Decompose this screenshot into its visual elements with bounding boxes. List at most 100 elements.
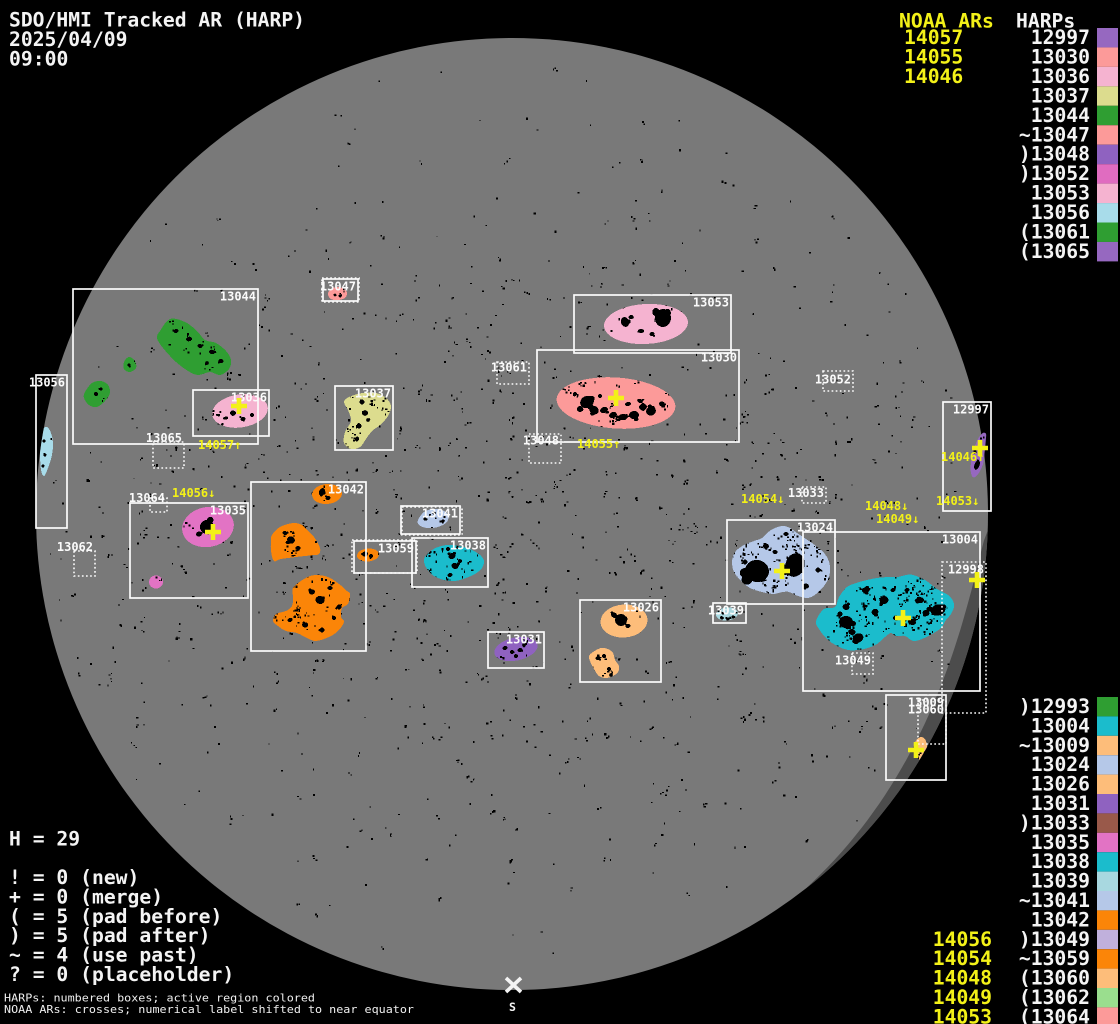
noaa-crosses [205, 390, 988, 758]
harp-box-13009 [917, 699, 947, 745]
noaa-ar-label: 14049↓ [876, 512, 919, 526]
harp-box-label: 13053 [693, 296, 729, 310]
harp-entry: )13052 [1019, 162, 1090, 185]
harp-entry: 12997 [1031, 26, 1090, 49]
harp-box-label: 13031 [506, 633, 542, 647]
ar-blob-13042 [270, 482, 351, 642]
harp-entry: ~13041 [1019, 889, 1090, 912]
harp-entry: 13004 [1031, 714, 1090, 737]
noaa-ar-label: 14055↑ [577, 437, 620, 451]
harp-box-label: 13047 [320, 280, 356, 294]
ar-blob-13026 [588, 602, 648, 678]
harp-box-13038 [411, 537, 489, 588]
noaa-ar-entry: 14049 [933, 986, 992, 1009]
harp-color-swatch [1097, 28, 1118, 48]
harp-box-13044 [72, 288, 259, 445]
harp-box-13036 [192, 389, 270, 437]
harp-entry: 13053 [1031, 182, 1090, 205]
harp-box-label: 13026 [623, 601, 659, 615]
harp-box-13060 [885, 694, 947, 781]
harp-box [401, 506, 463, 536]
harp-color-swatch [1097, 1007, 1118, 1024]
solar-disk [36, 38, 988, 990]
harp-entry: )13048 [1019, 143, 1090, 166]
harp-box-13064 [149, 497, 168, 513]
page-title: SDO/HMI Tracked AR (HARP) [9, 9, 305, 32]
harp-box-13024 [726, 519, 836, 605]
harp-entry: 13042 [1031, 908, 1090, 931]
harp-box-label: 13038 [450, 539, 486, 553]
noaa-cross-icon [895, 610, 911, 626]
harp-color-swatch [1097, 774, 1118, 794]
harp-color-swatch [1097, 988, 1118, 1008]
harp-color-swatch [1097, 716, 1118, 736]
harp-color-swatch [1097, 47, 1118, 67]
harp-entry: ~13047 [1019, 123, 1090, 146]
noaa-cross-icon [608, 390, 624, 406]
harp-box-13062 [73, 550, 96, 577]
noaa-ar-labels: 14057↑14055↑14046↑14056↓14054↓14048↓1404… [172, 437, 984, 526]
noaa-ar-entry: 14055 [904, 45, 963, 68]
harp-box-13042 [250, 481, 367, 652]
harp-box-13053 [573, 294, 732, 354]
harp-color-swatch [1097, 164, 1118, 184]
harp-entry: 13035 [1031, 831, 1090, 854]
harp-box-12997 [942, 401, 992, 512]
harp-color-swatch [1097, 871, 1118, 891]
ar-blob-13037 [343, 392, 392, 450]
harp-box-13031 [487, 631, 545, 669]
harp-box-label: 12997 [953, 403, 989, 417]
harp-box-label: 13030 [701, 351, 737, 365]
noaa-ar-entry: 14053 [933, 1005, 992, 1024]
harp-entry: 13031 [1031, 792, 1090, 815]
stat-use-past: ~ = 4 (use past) [9, 944, 199, 967]
harp-color-swatch [1097, 929, 1118, 950]
harp-entry: )13049 [1019, 928, 1090, 951]
harp-entry: (13065 [1019, 240, 1090, 263]
ar-blob-13056 [39, 426, 54, 477]
harp-entry: )13033 [1019, 811, 1090, 834]
footnotes: HARPs: numbered boxes; active region col… [4, 992, 414, 1017]
harp-box-label: 13037 [355, 387, 391, 401]
harp-box-13041 [400, 505, 461, 535]
harp-color-swatch [1097, 852, 1118, 872]
noaa-cross-icon [774, 563, 790, 579]
harp-color-swatch [1097, 755, 1118, 775]
harp-color-swatch [1097, 222, 1118, 242]
harp-entry: 13038 [1031, 850, 1090, 873]
noaa-ar-entry: 14054 [933, 947, 992, 970]
harp-box-label: 13009 [908, 696, 944, 710]
obs-date: 2025/04/09 [9, 28, 128, 51]
south-x-icon [504, 976, 523, 994]
harp-box-13056 [35, 374, 68, 529]
ar-blob-13053 [604, 301, 688, 347]
stat-pad-before: ( = 5 (pad before) [9, 905, 222, 928]
stat-new: ! = 0 (new) [9, 866, 139, 889]
south-label: S [509, 1000, 516, 1014]
harp-box-12998 [941, 561, 987, 714]
harp-box-label: 13060 [908, 703, 944, 717]
harp-count: H = 29 [9, 827, 80, 850]
harp-box-label: 13024 [797, 521, 833, 535]
harp-box-label: 13042 [328, 483, 364, 497]
ar-blob-13044 [83, 318, 232, 408]
noaa-ar-entry: 14046 [904, 65, 963, 88]
harp-box-13039 [712, 602, 747, 624]
stats-block: H = 29 ! = 0 (new) + = 0 (merge) ( = 5 (… [9, 827, 234, 986]
harp-entry: 13024 [1031, 753, 1090, 776]
harp-entry: (13062 [1019, 986, 1090, 1009]
noaa-ar-entry: 14056 [933, 928, 992, 951]
harp-box-13061 [496, 361, 530, 385]
harp-entry: 13037 [1031, 84, 1090, 107]
harp-box-13037 [334, 385, 394, 451]
harp-box-label: 13033 [788, 486, 824, 500]
harp-color-swatch [1097, 203, 1118, 223]
harp-box-13030 [536, 349, 740, 443]
harp-color-swatch [1097, 697, 1118, 717]
ar-blob-13059 [356, 548, 380, 563]
active-regions [39, 287, 991, 761]
harp-box-label: 13004 [942, 533, 978, 547]
harp-entry: ~13009 [1019, 734, 1090, 757]
harp-entry: 13044 [1031, 104, 1090, 127]
